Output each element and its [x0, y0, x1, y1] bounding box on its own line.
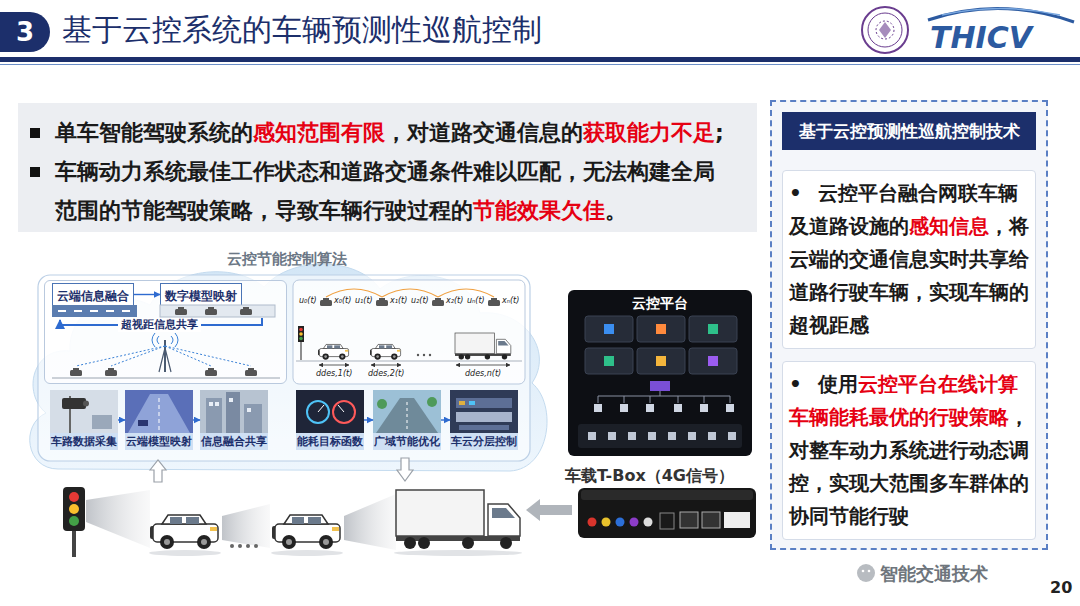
- panel-heading-band: 基于云控预测性巡航控制技术: [782, 112, 1036, 150]
- road-scene: [63, 487, 522, 557]
- card-text: 使用: [818, 372, 858, 396]
- heading-row: 云控节能控制算法: [18, 249, 555, 269]
- distance-symbol: ddes,2(t): [368, 369, 404, 379]
- math-symbol: u₀(t): [299, 296, 317, 306]
- device-label: 车载T-Box（4G信号）: [565, 466, 734, 486]
- bullet-dot: •: [789, 372, 802, 396]
- signal-arrow: [526, 499, 572, 521]
- problem-text: 节能效果欠佳: [473, 198, 605, 223]
- step-label: 数字模型映射: [165, 289, 237, 303]
- problem-text: 单车智能驾驶系统的: [55, 120, 253, 145]
- tech-card: •云控平台融合网联车辆及道路设施的感知信息，将云端的交通信息实时共享给道路行驶车…: [782, 170, 1036, 349]
- distance-symbol: ddes,1(t): [316, 369, 352, 379]
- logo-text: THICV: [930, 20, 1032, 55]
- logo-swoosh: [942, 9, 1060, 16]
- bullet-item: 车辆动力系统最佳工作状态和道路交通条件难以匹配，无法构建全局范围的节能驾驶策略，…: [18, 152, 727, 230]
- math-symbol: u₁(t): [355, 296, 373, 306]
- problem-text: 感知范围有限: [253, 120, 385, 145]
- math-symbol: x₁(t): [390, 296, 407, 306]
- flow-arrow: [441, 419, 450, 420]
- screen-title: 云控平台: [632, 295, 688, 311]
- math-symbol: x₂(t): [446, 296, 463, 306]
- caption-band: 广域节能优化: [373, 433, 441, 450]
- caption-band: 云端模型映射: [125, 433, 193, 450]
- step-box: 云端信息融合: [52, 283, 134, 306]
- step-label: 云端信息融合: [57, 289, 129, 303]
- math-symbol: uₙ(t): [467, 296, 485, 306]
- step-box: 数字模型映射: [160, 283, 242, 306]
- distance-symbol: ddes,n(t): [465, 369, 501, 379]
- math-symbol: xₙ(t): [502, 296, 519, 306]
- problem-text: ，对道路交通信息的: [385, 120, 583, 145]
- panel-heading: 基于云控预测性巡航控制技术: [799, 120, 1020, 143]
- share-label: 超视距信息共享: [118, 318, 201, 332]
- caption-band: 车云分层控制: [450, 433, 518, 450]
- bullet-dot: •: [789, 181, 802, 205]
- platoon-panel: [293, 280, 525, 384]
- flow-arrow: [134, 294, 160, 295]
- slide-title: 基于云控系统的车辆预测性巡航控制: [62, 10, 542, 50]
- header-thin-line: [0, 64, 1080, 65]
- problem-text: 获取能力不足: [583, 120, 715, 145]
- problem-box: 单车智能驾驶系统的感知范围有限，对道路交通信息的获取能力不足;车辆动力系统最佳工…: [18, 103, 757, 232]
- bullet-square: [30, 128, 40, 138]
- tile-caption: 车路数据采集: [51, 435, 117, 449]
- tech-card: •使用云控平台在线计算车辆能耗最优的行驶策略，对整车动力系统进行动态调控，实现大…: [782, 361, 1036, 540]
- page-number: 20: [1050, 578, 1072, 597]
- info-panel-art: [52, 305, 280, 378]
- tech-panel: 基于云控预测性巡航控制技术 •云控平台融合网联车辆及道路设施的感知信息，将云端的交…: [770, 100, 1048, 550]
- bullet-square: [30, 167, 40, 177]
- card-paragraph: •使用云控平台在线计算车辆能耗最优的行驶策略，对整车动力系统进行动态调控，实现大…: [789, 368, 1029, 533]
- section-tab: 3: [0, 12, 50, 52]
- tile-caption: 信息融合共享: [201, 435, 267, 449]
- caption-band: 车路数据采集: [50, 433, 118, 450]
- downlink-arrow: [397, 458, 413, 481]
- university-seal: [862, 7, 908, 53]
- watermark: 智能交通技术: [880, 563, 988, 584]
- tile-pictures: [50, 390, 518, 433]
- tile-caption: 能耗目标函数: [297, 435, 363, 449]
- math-symbol: u₂(t): [411, 296, 429, 306]
- tbox-picture: [578, 488, 756, 538]
- card-text: 感知信息: [909, 214, 989, 238]
- card-paragraph: •云控平台融合网联车辆及道路设施的感知信息，将云端的交通信息实时共享给道路行驶车…: [789, 177, 1029, 342]
- tile-caption: 车云分层控制: [451, 435, 517, 449]
- caption-band: 能耗目标函数: [296, 433, 364, 450]
- title-row: 云控平台: [568, 293, 752, 312]
- flow-arrow: [364, 419, 373, 420]
- screen-icons: [578, 316, 742, 448]
- header-bar: [0, 57, 1080, 62]
- flow-arrow: [193, 419, 200, 420]
- flow-arrow: [118, 419, 125, 420]
- tile-caption: 广域节能优化: [374, 435, 440, 449]
- wechat-icon: [857, 564, 875, 582]
- bullet-item: 单车智能驾驶系统的感知范围有限，对道路交通信息的获取能力不足;: [18, 113, 727, 152]
- section-number: 3: [16, 17, 34, 47]
- tile-caption: 云端模型映射: [126, 435, 192, 449]
- problem-text: 。: [605, 198, 627, 223]
- problem-text: ;: [715, 120, 724, 145]
- region-heading: 云控节能控制算法: [227, 250, 347, 268]
- uplink-arrow: [150, 460, 166, 482]
- logo-swoosh: [928, 8, 1074, 22]
- caption-band: 信息融合共享: [200, 433, 268, 450]
- math-symbol: x₀(t): [334, 296, 351, 306]
